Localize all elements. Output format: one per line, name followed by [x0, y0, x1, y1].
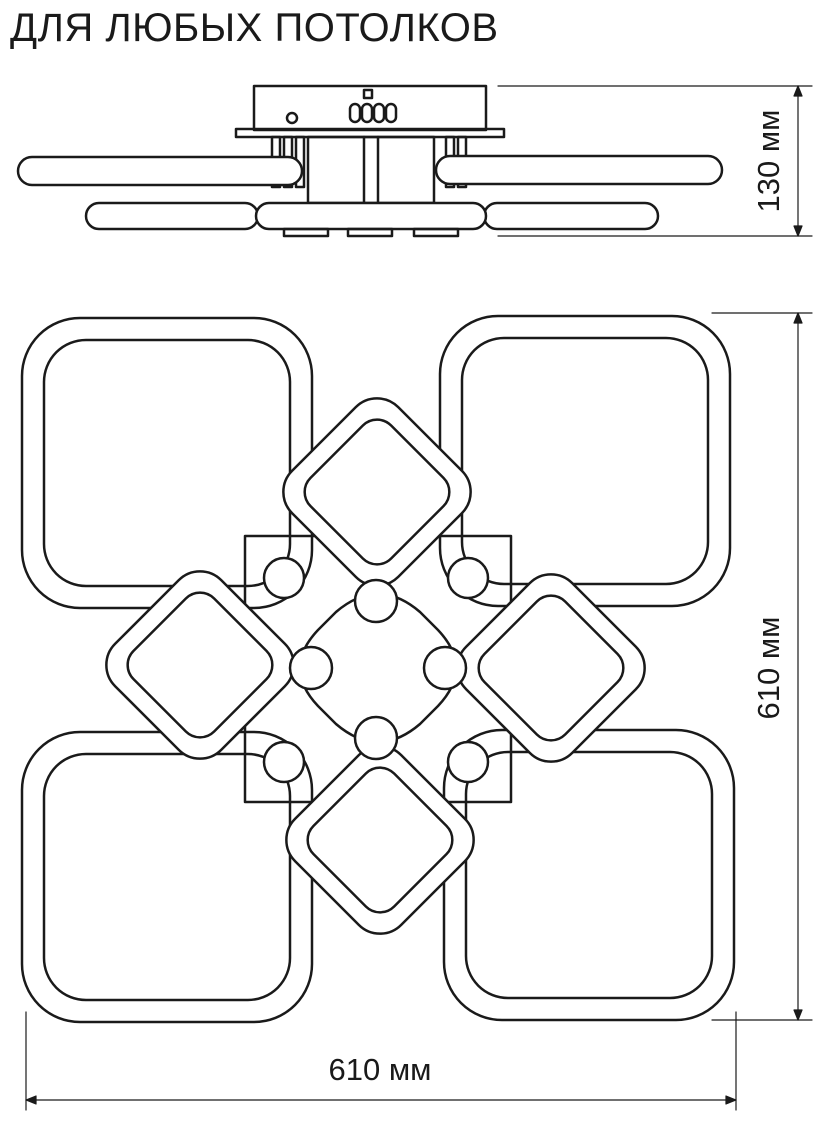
upper-arm-left — [16, 155, 304, 187]
central-body — [306, 135, 436, 205]
side-view — [16, 84, 813, 238]
bulb-icon — [353, 715, 399, 761]
bulb-icon — [288, 645, 334, 691]
inner-diamond-right — [456, 573, 646, 763]
outer-ring-bottom-right — [442, 728, 736, 1022]
horizontal-dimension — [25, 1011, 737, 1111]
bulbs — [262, 556, 490, 784]
connector-icon — [348, 102, 398, 124]
bulb-icon — [422, 645, 468, 691]
lower-arm-right — [482, 201, 660, 231]
canopy-box — [252, 84, 488, 132]
support-stems — [270, 135, 468, 189]
screw-icon — [285, 111, 299, 125]
bulb-icon — [262, 740, 306, 784]
lower-arm-center — [254, 201, 488, 231]
bulb-sockets — [282, 227, 460, 238]
bulb-icon — [262, 556, 306, 600]
vertical-dimension — [711, 312, 813, 1021]
bulb-icon — [446, 740, 490, 784]
bulb-icon — [446, 556, 490, 600]
height-dimension — [497, 85, 813, 237]
vertical-dimension-label: 610 мм — [751, 617, 786, 720]
inner-diamond-left — [105, 570, 295, 760]
inner-diamond-bottom — [285, 745, 475, 935]
outer-ring-top-right — [438, 314, 732, 608]
horizontal-dimension-label: 610 мм — [329, 1052, 432, 1087]
bulb-icon — [353, 578, 399, 624]
top-view — [20, 312, 813, 1111]
lower-arm-left — [84, 201, 260, 231]
inner-diamond-top — [282, 397, 472, 587]
height-dimension-label: 130 мм — [751, 110, 786, 213]
driver-indicator — [362, 88, 374, 100]
upper-arm-right — [434, 154, 724, 186]
page-title: ДЛЯ ЛЮБЫХ ПОТОЛКОВ — [10, 6, 499, 50]
